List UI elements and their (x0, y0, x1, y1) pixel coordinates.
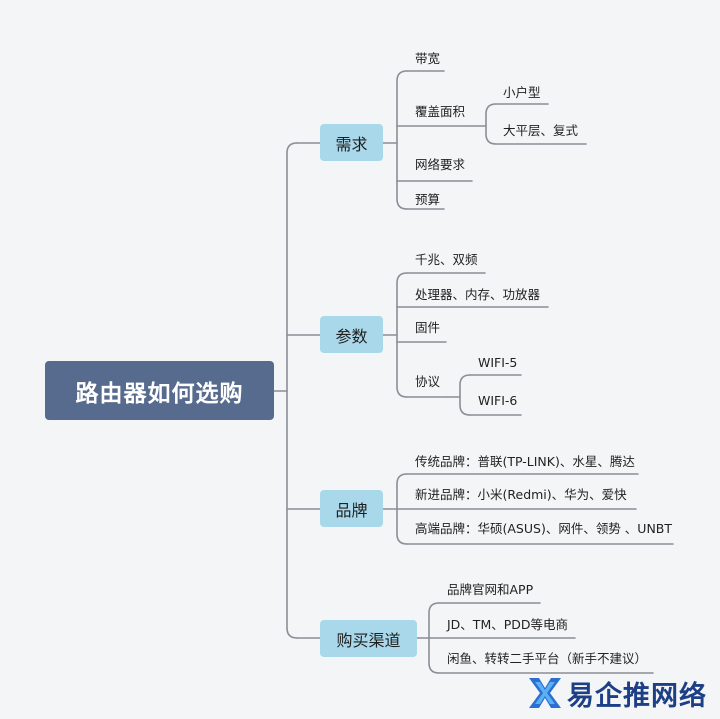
subtopic-large-flat-duplex[interactable]: 大平层、复式 (503, 123, 579, 138)
subtopic-small-apartment[interactable]: 小户型 (503, 85, 541, 100)
subtopic-wifi5[interactable]: WIFI-5 (478, 355, 518, 370)
topic-purchase-channels-label: 购买渠道 (336, 630, 401, 650)
subtopic-traditional-brands[interactable]: 传统品牌：普联(TP-LINK)、水星、腾达 (415, 454, 635, 469)
topic-brands[interactable]: 品牌 (320, 490, 383, 527)
subtopic-official-site-app[interactable]: 品牌官网和APP (447, 582, 534, 597)
topic-parameters[interactable]: 参数 (320, 316, 383, 353)
subtopic-budget[interactable]: 预算 (415, 192, 441, 207)
protocol-bracket (459, 374, 471, 416)
subtopic-bandwidth[interactable]: 带宽 (415, 51, 441, 66)
subtopic-coverage[interactable]: 覆盖面积 (415, 104, 466, 119)
subtopic-protocol[interactable]: 协议 (415, 374, 441, 389)
needs-bracket (396, 70, 408, 210)
subtopic-processor-memory[interactable]: 处理器、内存、功放器 (415, 287, 541, 302)
coverage-bracket (485, 103, 497, 145)
topic-needs[interactable]: 需求 (320, 124, 383, 161)
topic-purchase-channels[interactable]: 购买渠道 (320, 620, 417, 657)
watermark-text: 易企推网络 (567, 680, 707, 712)
subtopic-gigabit-dual-band[interactable]: 千兆、双频 (415, 252, 478, 267)
subtopic-network-requirements[interactable]: 网络要求 (415, 157, 466, 172)
topic-needs-label: 需求 (335, 134, 368, 154)
root-topic-label: 路由器如何选购 (75, 380, 244, 407)
subtopic-ecommerce[interactable]: JD、TM、PDD等电商 (447, 617, 569, 632)
subtopic-second-hand[interactable]: 闲鱼、转转二手平台（新手不建议） (447, 651, 648, 666)
subtopic-firmware[interactable]: 固件 (415, 320, 441, 335)
root-topic[interactable]: 路由器如何选购 (45, 361, 274, 420)
subtopic-new-brands[interactable]: 新进品牌：小米(Redmi)、华为、爱快 (415, 487, 627, 502)
topic-parameters-label: 参数 (335, 326, 368, 346)
params-bracket (396, 272, 408, 398)
watermark: 易企推网络 (527, 673, 717, 713)
subtopic-wifi6[interactable]: WIFI-6 (478, 393, 518, 408)
subtopic-premium-brands[interactable]: 高端品牌：华硕(ASUS)、网件、领势 、UNBT (415, 521, 673, 536)
topic-brands-label: 品牌 (335, 500, 368, 520)
watermark-logo-icon (529, 678, 561, 708)
trunk-vertical (286, 142, 298, 639)
